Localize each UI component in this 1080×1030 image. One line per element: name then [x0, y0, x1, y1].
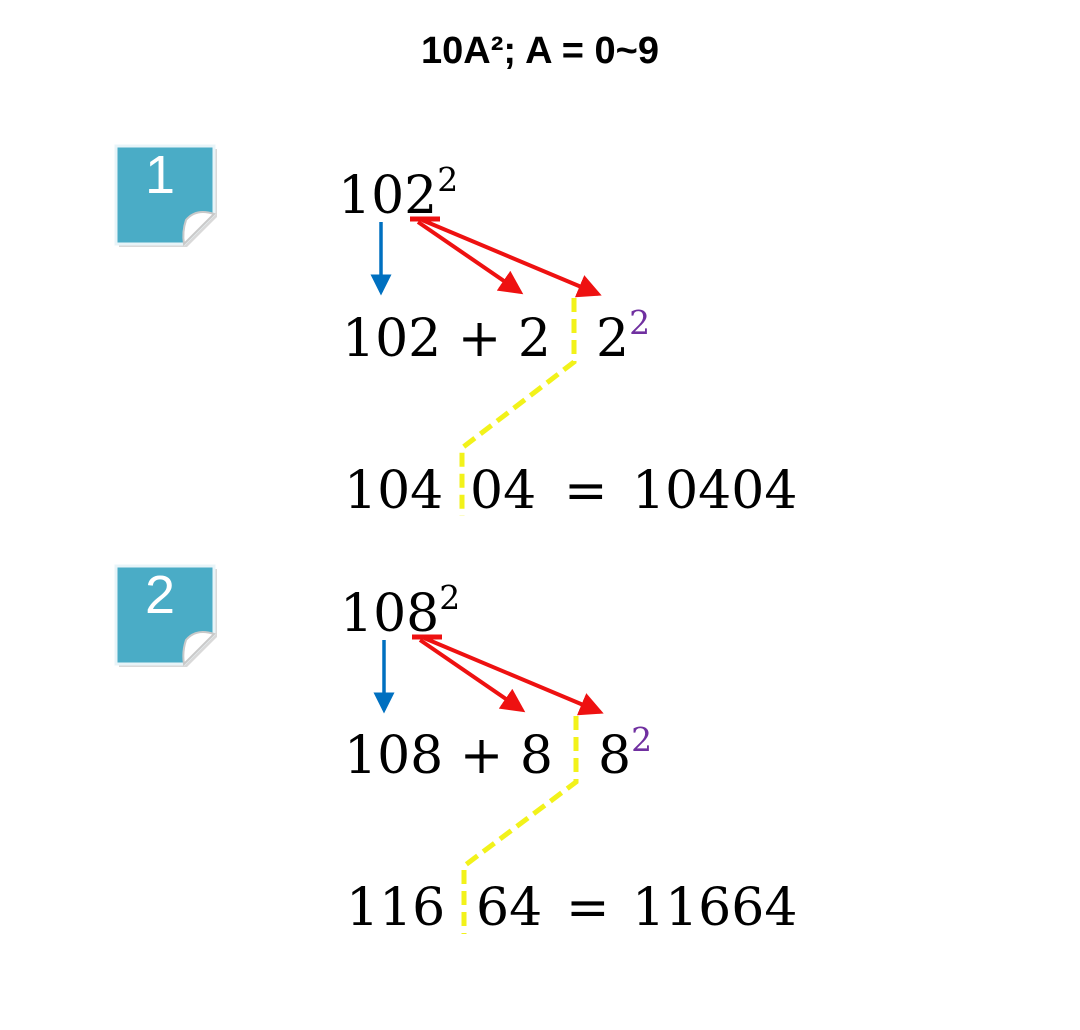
result-right: 64: [476, 878, 543, 938]
result-right: 04: [470, 461, 537, 521]
step-right: 22: [596, 306, 650, 365]
square-expression: 1082: [340, 581, 460, 640]
badge-1: 1: [110, 142, 226, 250]
step-right: 82: [598, 723, 652, 782]
square-exponent: 2: [437, 160, 459, 199]
square-expression: 1022: [338, 163, 458, 222]
page-title: 10A²; A = 0~9: [421, 30, 659, 72]
badge-2: 2: [110, 562, 226, 670]
step-right-base: 8: [598, 726, 632, 786]
arrows-overlay: [370, 216, 602, 516]
arrows-overlay: [373, 634, 604, 934]
units-arrow-to-sum: [418, 638, 526, 713]
split-line: [459, 298, 577, 516]
units-arrow-to-square: [423, 636, 604, 716]
example-2: 2 1082 108 + 8 82 116 64 = 11664: [0, 560, 1080, 1030]
result-left: 104: [344, 461, 444, 521]
equals-sign: =: [564, 461, 608, 521]
answer: 10404: [632, 461, 798, 521]
square-exponent: 2: [439, 578, 461, 617]
equals-sign: =: [566, 878, 610, 938]
note-icon: [114, 144, 217, 247]
step-left: 102 + 2: [342, 309, 551, 369]
answer: 11664: [632, 878, 798, 938]
split-line: [461, 716, 579, 934]
example-1: 1 1022 102 + 2 22 104 04 = 10404: [0, 140, 1080, 610]
badge-number: 1: [144, 145, 176, 205]
step-right-exponent: 2: [631, 720, 653, 759]
units-arrow-to-square: [421, 218, 602, 298]
result-left: 116: [346, 878, 446, 938]
step-right-exponent: 2: [629, 303, 651, 342]
square-base: 102: [338, 166, 438, 226]
step-left: 108 + 8: [344, 726, 553, 786]
step-right-base: 2: [596, 309, 630, 369]
units-arrow-to-sum: [416, 220, 524, 295]
square-base: 108: [340, 584, 440, 644]
badge-number: 2: [144, 565, 176, 625]
note-icon: [114, 564, 217, 667]
